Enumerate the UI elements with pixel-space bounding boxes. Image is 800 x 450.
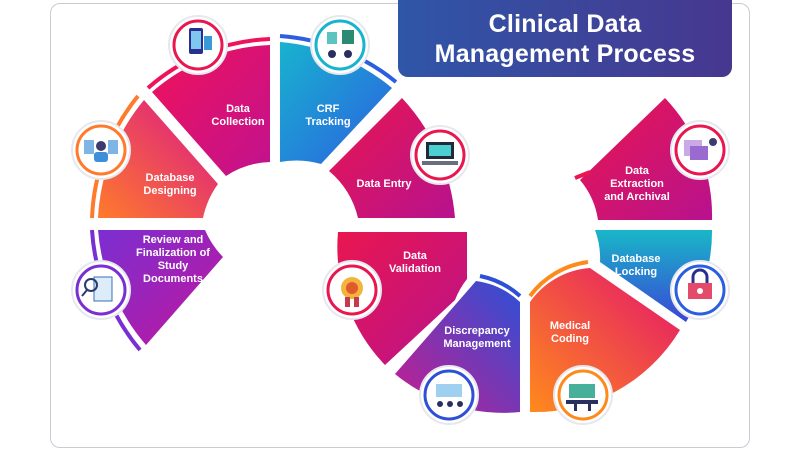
label-discrepancy-management: Discrepancy Management — [443, 325, 511, 350]
title-line-2: Management Process — [434, 39, 696, 68]
segment-review-documents — [98, 230, 223, 345]
segment-crf-tracking — [280, 42, 392, 164]
label-medical-coding: Medical Coding — [549, 320, 591, 345]
segment-data-extraction — [580, 98, 713, 220]
rim-extraction — [574, 170, 591, 180]
medical-coding-desk-icon — [553, 365, 613, 425]
label-data-validation: Data Validation — [389, 250, 441, 275]
data-entry-workstation-icon — [410, 125, 470, 185]
label-data-extraction: Data Extraction and Archival — [604, 165, 670, 203]
label-data-collection: Data Collection — [211, 103, 265, 128]
label-crf-tracking: CRF Tracking — [305, 103, 351, 128]
label-database-locking: Database Locking — [611, 253, 661, 278]
label-review-documents: Review and Finalization of Study Documen… — [136, 234, 210, 285]
rim-coding — [528, 260, 589, 298]
segment-database-designing — [98, 100, 218, 218]
database-lock-icon — [670, 260, 730, 320]
mobile-data-collection-icon — [168, 15, 228, 75]
rim-discrepancy — [479, 274, 522, 298]
segment-data-collection — [152, 45, 270, 176]
crf-team-icon — [310, 15, 370, 75]
database-designer-icon — [71, 120, 131, 180]
title-line-1: Clinical Data — [488, 9, 642, 38]
team-discrepancy-icon — [419, 365, 479, 425]
segment-data-validation — [337, 232, 467, 365]
title-banner: Clinical Data Management Process — [398, 0, 732, 77]
validation-badge-icon — [322, 260, 382, 320]
segment-data-entry — [329, 98, 455, 218]
label-data-entry: Data Entry — [356, 178, 412, 190]
label-database-designing: Database Designing — [143, 172, 197, 197]
document-review-icon — [71, 260, 131, 320]
data-archival-icon — [670, 120, 730, 180]
